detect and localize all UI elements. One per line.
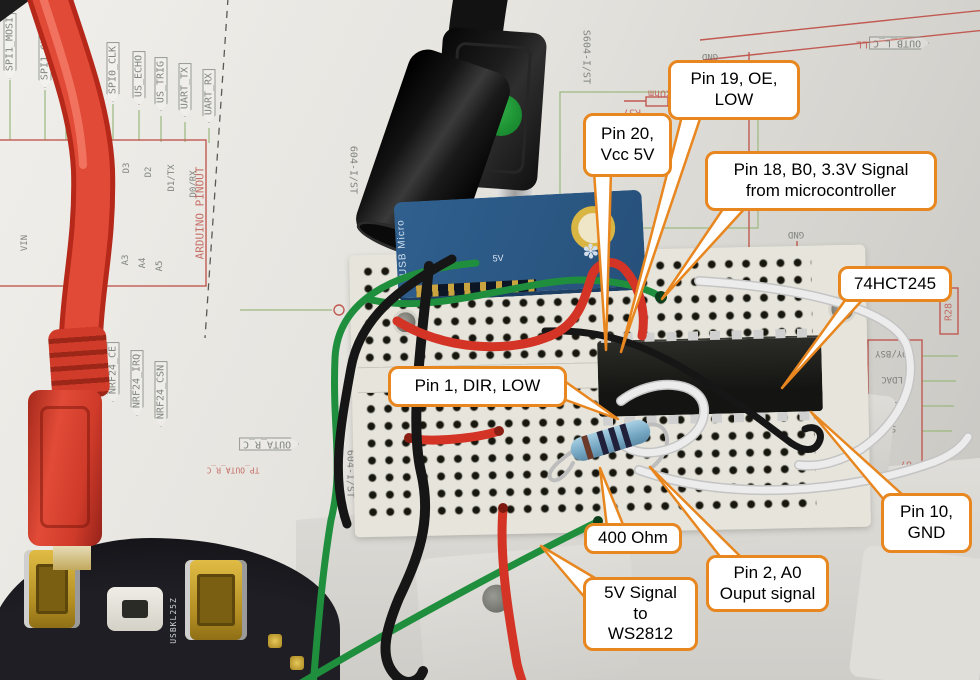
pcb-silkscreen-text: USBKL25Z bbox=[168, 597, 178, 644]
schematic-label: D3 bbox=[122, 162, 132, 174]
schematic-label: US_ECHO bbox=[133, 51, 146, 105]
mini-usb-connector bbox=[185, 560, 247, 640]
reset-button bbox=[107, 587, 163, 631]
schematic-label: R28 bbox=[943, 302, 955, 322]
resistor-body bbox=[567, 416, 654, 464]
callout-pin19: Pin 19, OE,LOW bbox=[668, 60, 800, 120]
plastic-corner-piece bbox=[848, 544, 980, 680]
schematic-label: RDY/BSY bbox=[875, 348, 913, 358]
callout-text-line: 5V Signal bbox=[604, 582, 677, 602]
callout-text-line: Pin 2, A0 bbox=[733, 562, 802, 582]
schematic-label: D6 bbox=[94, 157, 104, 169]
header-pins bbox=[415, 279, 537, 298]
callout-chip74: 74HCT245 bbox=[838, 266, 952, 302]
callout-text-line: Pin 1, DIR, LOW bbox=[414, 376, 541, 396]
callout-text-line: Pin 20, bbox=[601, 124, 654, 144]
gold-pad bbox=[268, 634, 282, 648]
schematic-label: TP_OUTA_R_C bbox=[206, 465, 260, 475]
callout-text-line: 400 Ohm bbox=[598, 528, 668, 548]
callout-text-line: Pin 18, B0, 3.3V Signal bbox=[733, 160, 909, 180]
red-cable-strain-relief bbox=[47, 326, 111, 400]
mount-hole bbox=[481, 583, 512, 614]
adafruit-usb-breakout: ✽ USB Micro 5V bbox=[393, 189, 647, 303]
schematic-label: LDAC bbox=[881, 374, 903, 384]
schematic-label: SPI1_MOSI bbox=[4, 13, 17, 79]
schematic-label: UART_TX bbox=[179, 63, 192, 117]
frdm-kl25z-board: USBKL25Z bbox=[0, 538, 340, 680]
schematic-label: A2 bbox=[103, 250, 113, 262]
schematic-label: A4 bbox=[138, 257, 148, 269]
callout-text-line: Ouput signal bbox=[719, 583, 816, 603]
schematic-label: 604-I/ST bbox=[347, 145, 359, 195]
callout-pin10: Pin 10,GND bbox=[881, 493, 972, 553]
schematic-label: A3 bbox=[121, 254, 131, 266]
gold-pad bbox=[290, 656, 304, 670]
schematic-label: LL bbox=[855, 38, 869, 50]
schematic-label: UART_RX bbox=[203, 69, 216, 123]
schematic-label: OUTB_L_C bbox=[869, 37, 929, 50]
schematic-label: S604-I/ST bbox=[580, 29, 592, 85]
schematic-label: ARDUINO_PINOUT bbox=[193, 166, 207, 260]
schematic-label: OUTA_R_C bbox=[239, 438, 299, 451]
adafruit-logo-icon: ✽ bbox=[581, 240, 600, 264]
callout-text-line: GND bbox=[907, 523, 946, 542]
schematic-label: NRF24_IRQ bbox=[131, 350, 144, 416]
callout-text-line: Vcc 5V bbox=[600, 145, 655, 164]
callout-text-line: Pin 10, bbox=[900, 502, 953, 522]
schematic-label: D2 bbox=[144, 166, 154, 178]
schematic-label: SPI0_MISO bbox=[60, 31, 73, 97]
schematic-label: NRF24_CSN bbox=[155, 361, 168, 427]
callout-text-line: 74HCT245 bbox=[853, 273, 937, 293]
schematic-label: US_TRIG bbox=[155, 57, 168, 111]
callout-text-line: LOW bbox=[714, 90, 754, 109]
callout-text-line: from microcontroller bbox=[745, 181, 897, 200]
schematic-label: VIN bbox=[20, 234, 30, 252]
pcb-silkscreen-text: 5V bbox=[492, 252, 504, 264]
schematic-label: SPI1_CLK bbox=[39, 28, 52, 88]
schematic-label: D7 bbox=[70, 154, 80, 166]
callout-pin20: Pin 20,Vcc 5V bbox=[583, 113, 672, 177]
schematic-label: D1/TX bbox=[167, 164, 177, 192]
callout-text-line: Pin 19, OE, bbox=[690, 69, 778, 89]
pcb-silkscreen-text: USB Micro bbox=[395, 219, 410, 277]
callout-pin1: Pin 1, DIR, LOW bbox=[388, 366, 567, 407]
callout-r400: 400 Ohm bbox=[584, 523, 682, 554]
callout-text-line: to bbox=[633, 603, 648, 623]
schematic-label: A5 bbox=[155, 260, 165, 272]
schematic-label: SPI0_CLK bbox=[107, 42, 120, 102]
schematic-label: GND bbox=[787, 229, 805, 239]
red-usb-connector bbox=[28, 390, 102, 546]
callout-text-line: WS2812 bbox=[607, 624, 674, 644]
